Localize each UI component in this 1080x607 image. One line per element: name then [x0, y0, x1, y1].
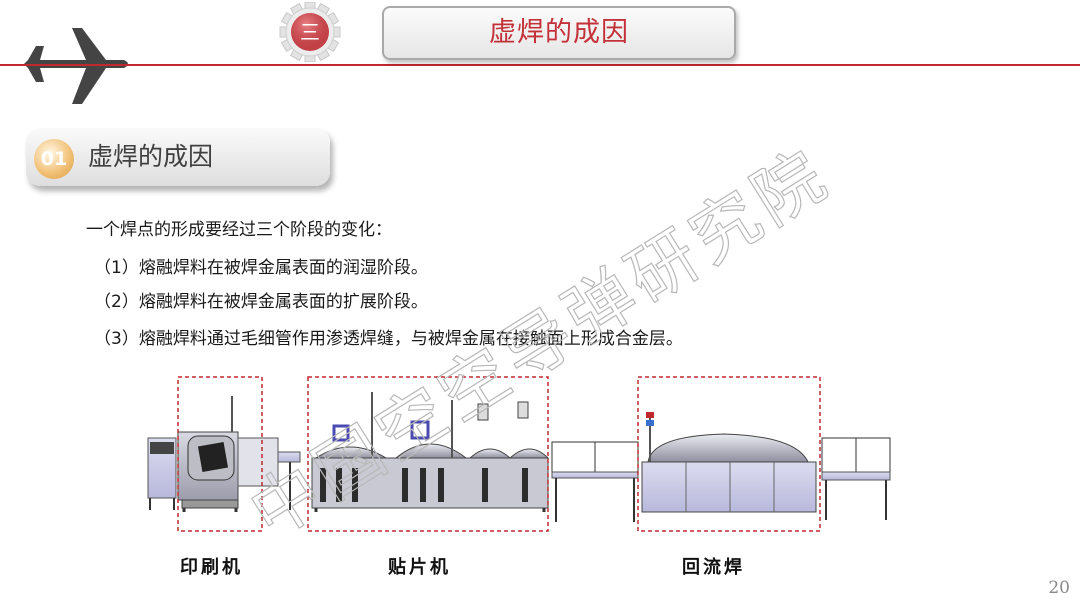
- airplane-icon: [24, 28, 128, 104]
- intro-text: 一个焊点的形成要经过三个阶段的变化：: [86, 220, 392, 240]
- stage-item-2: （2）熔融焊料在被焊金属表面的扩展阶段。: [94, 292, 428, 312]
- pick-and-place-frame: [307, 376, 549, 532]
- pick-and-place-machines: [311, 392, 550, 512]
- caption-reflow: 回流焊: [682, 557, 745, 578]
- stage-item-3: （3）熔融焊料通过毛细管作用渗透焊缝，与被焊金属在接触面上形成合金层。: [94, 329, 683, 349]
- title-banner: 虚焊的成因: [382, 6, 736, 60]
- printer-machine: [147, 396, 301, 512]
- caption-pick-and-place: 贴片机: [388, 557, 451, 578]
- smt-production-line-illustration: [147, 376, 891, 532]
- page-number: 20: [1048, 578, 1070, 598]
- section-heading: 虚焊的成因: [88, 142, 214, 171]
- output-conveyor: [821, 437, 891, 520]
- gear-icon: [279, 2, 341, 62]
- chapter-number: 三: [300, 20, 320, 44]
- section-number-badge: 01: [34, 139, 74, 179]
- conveyor: [551, 441, 639, 522]
- page-title: 虚焊的成因: [489, 17, 629, 48]
- printer-frame: [177, 376, 263, 532]
- header-divider: [0, 64, 1080, 66]
- reflow-oven: [641, 412, 817, 513]
- stage-item-1: （1）熔融焊料在被焊金属表面的润湿阶段。: [94, 258, 428, 278]
- section-heading-box: [26, 128, 330, 186]
- reflow-frame: [637, 376, 821, 532]
- caption-printer: 印刷机: [180, 557, 243, 578]
